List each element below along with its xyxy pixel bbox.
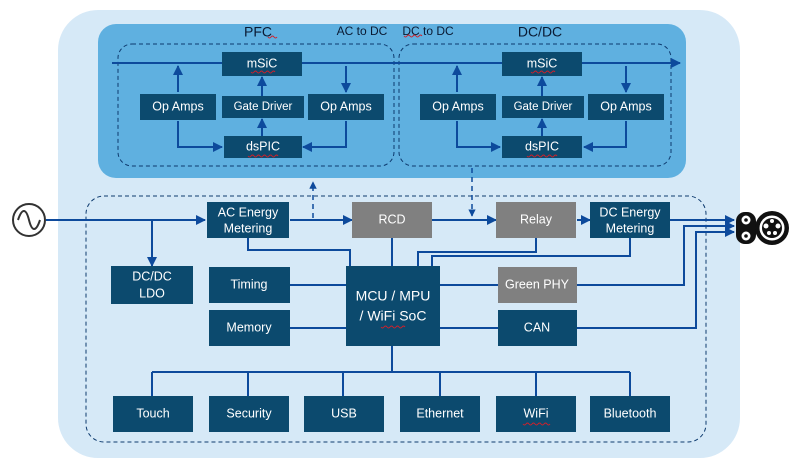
dcdc-msic-block: mSiC	[502, 52, 582, 76]
dcdc-op-amps-left-block: Op Amps	[420, 94, 496, 120]
dcdc-msic-label: mSiC	[527, 56, 558, 70]
green-phy-block: Green PHY	[498, 267, 577, 303]
spellcheck-underline	[530, 70, 556, 74]
pfc-gate-driver-block: Gate Driver	[222, 96, 304, 118]
pfc-op-amps-right-label: Op Amps	[320, 99, 371, 113]
bluetooth-label: Bluetooth	[604, 406, 657, 420]
green-phy-label: Green PHY	[505, 277, 570, 291]
dc-energy-metering-label-1: DC Energy	[599, 205, 661, 219]
spellcheck-underline	[247, 154, 279, 158]
wifi-label: WiFi	[524, 406, 549, 420]
mcu-label-1: MCU / MPU	[356, 288, 431, 304]
ac-energy-metering-block: AC Energy Metering	[207, 202, 289, 238]
ethernet-block: Ethernet	[400, 396, 480, 432]
control-section-border	[85, 195, 707, 443]
pfc-msic-block: mSiC	[222, 52, 302, 76]
security-block: Security	[209, 396, 289, 432]
usb-label: USB	[331, 406, 357, 420]
pfc-op-amps-right-block: Op Amps	[308, 94, 384, 120]
ac-source-icon	[12, 203, 46, 237]
usb-block: USB	[304, 396, 384, 432]
relay-block: Relay	[496, 202, 576, 238]
pfc-title: PFC	[244, 24, 272, 40]
ac-energy-metering-label-1: AC Energy	[218, 205, 279, 219]
memory-block: Memory	[209, 310, 290, 346]
ac-energy-metering-label-2: Metering	[224, 221, 273, 235]
ac-to-dc-label: AC to DC	[337, 24, 388, 38]
ev-connector-icon	[736, 211, 789, 245]
rcd-label: RCD	[378, 212, 405, 226]
spellcheck-underline	[250, 70, 276, 74]
spellcheck-underline	[403, 34, 423, 38]
timing-label: Timing	[230, 277, 267, 291]
touch-label: Touch	[136, 406, 169, 420]
dcdc-ldo-block: DC/DC LDO	[111, 266, 193, 304]
relay-label: Relay	[520, 212, 553, 226]
dc-energy-metering-block: DC Energy Metering	[590, 202, 670, 238]
dc-to-dc-label: DC to DC	[402, 24, 454, 38]
pfc-op-amps-left-block: Op Amps	[140, 94, 216, 120]
dcdc-gate-driver-block: Gate Driver	[502, 96, 584, 118]
dcdc-dspic-label: dsPIC	[525, 139, 559, 153]
power-stage-wires	[112, 58, 681, 152]
mcu-label-2: / WiFi SoC	[360, 308, 427, 324]
dcdc-op-amps-left-label: Op Amps	[432, 99, 483, 113]
dc-energy-metering-label-2: Metering	[606, 221, 655, 235]
touch-block: Touch	[113, 396, 193, 432]
bluetooth-block: Bluetooth	[590, 396, 670, 432]
pfc-gate-driver-label: Gate Driver	[234, 101, 293, 113]
spellcheck-underline	[380, 325, 406, 329]
dcdc-ldo-label-2: LDO	[139, 286, 165, 300]
spellcheck-underline	[267, 35, 278, 39]
dcdc-op-amps-right-block: Op Amps	[588, 94, 664, 120]
pfc-section-border	[117, 43, 395, 167]
dcdc-title: DC/DC	[518, 24, 562, 40]
dcdc-dspic-block: dsPIC	[502, 136, 582, 158]
ethernet-label: Ethernet	[416, 406, 464, 420]
pfc-msic-label: mSiC	[247, 56, 278, 70]
control-wires	[46, 168, 735, 396]
timing-block: Timing	[209, 267, 290, 303]
memory-label: Memory	[226, 320, 272, 334]
mcu-block: MCU / MPU / WiFi SoC	[346, 266, 440, 346]
can-block: CAN	[498, 310, 577, 346]
can-label: CAN	[524, 320, 550, 334]
pfc-op-amps-left-label: Op Amps	[152, 99, 203, 113]
dcdc-section-border	[398, 43, 672, 167]
dcdc-gate-driver-label: Gate Driver	[514, 101, 573, 113]
spellcheck-underline	[526, 154, 558, 158]
spellcheck-underline	[522, 422, 551, 426]
wifi-block: WiFi	[496, 396, 576, 432]
rcd-block: RCD	[352, 202, 432, 238]
dcdc-ldo-label-1: DC/DC	[132, 269, 172, 283]
pfc-dspic-block: dsPIC	[224, 136, 302, 158]
pfc-dspic-label: dsPIC	[246, 139, 280, 153]
dcdc-op-amps-right-label: Op Amps	[600, 99, 651, 113]
security-label: Security	[226, 406, 272, 420]
